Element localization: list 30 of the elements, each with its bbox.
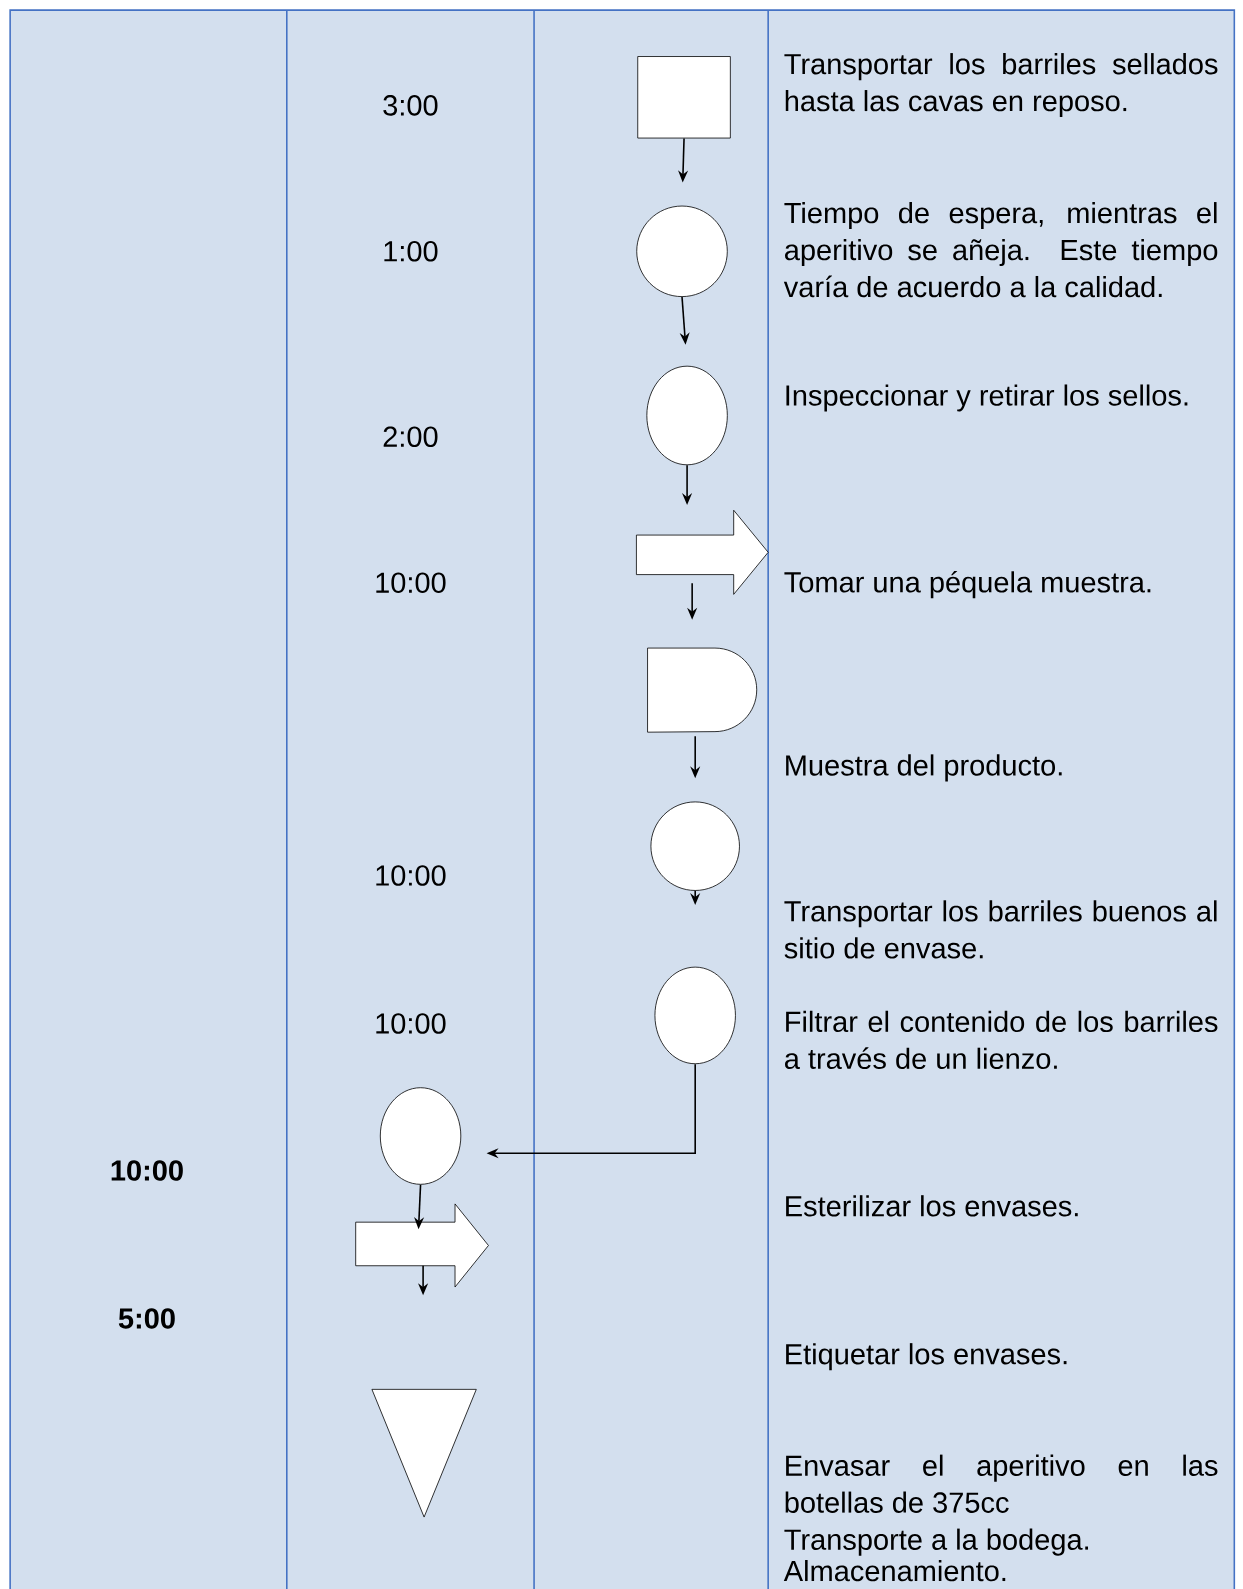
step-description: Tiempo de espera, mientras el aperitivo se añeja. Este tiempo varía de acuerdo a la calidad. [783, 202, 1218, 298]
step-description: Transportar los barriles sellados hasta las cavas en reposo. [784, 53, 1218, 118]
square-symbol [637, 56, 731, 139]
circle-symbol [650, 801, 740, 891]
time-label: 3:00 [383, 95, 438, 116]
step-description: Transportar los barriles buenos al sitio de envase. [784, 900, 1217, 959]
delay-symbol [646, 647, 757, 733]
circle-symbol [646, 365, 728, 466]
triangle-symbol [371, 1388, 477, 1518]
transport-symbol [355, 1203, 489, 1288]
step-description: Filtrar el contenido de los barriles a través de un lienzo. [784, 1010, 1218, 1069]
time-label: 5:00 [118, 1308, 175, 1329]
time-label: 10:00 [376, 865, 446, 886]
circle-symbol [379, 1087, 461, 1185]
time-label: 2:00 [383, 426, 438, 448]
step-description: Almacenamiento. [783, 1560, 1005, 1582]
step-description: Muestra del producto. [785, 754, 1062, 782]
time-label: 10:00 [111, 1160, 183, 1181]
step-description: Transporte a la bodega. [784, 1528, 1088, 1556]
time-label: 10:00 [376, 572, 446, 593]
step-description: Tomar una péquela muestra. [784, 570, 1151, 599]
step-description: Inspeccionar y retirar los sellos. [786, 384, 1188, 412]
transport-symbol [635, 509, 769, 595]
step-description: Envasar el aperitivo en las botellas de 375cc [785, 1454, 1218, 1513]
time-label: 1:00 [384, 241, 438, 262]
time-label: 10:00 [376, 1013, 446, 1034]
circle-symbol [654, 966, 736, 1065]
step-description: Esterilizar los envases. [785, 1195, 1078, 1217]
step-description: Etiquetar los envases. [785, 1343, 1067, 1371]
circle-symbol [636, 205, 728, 297]
